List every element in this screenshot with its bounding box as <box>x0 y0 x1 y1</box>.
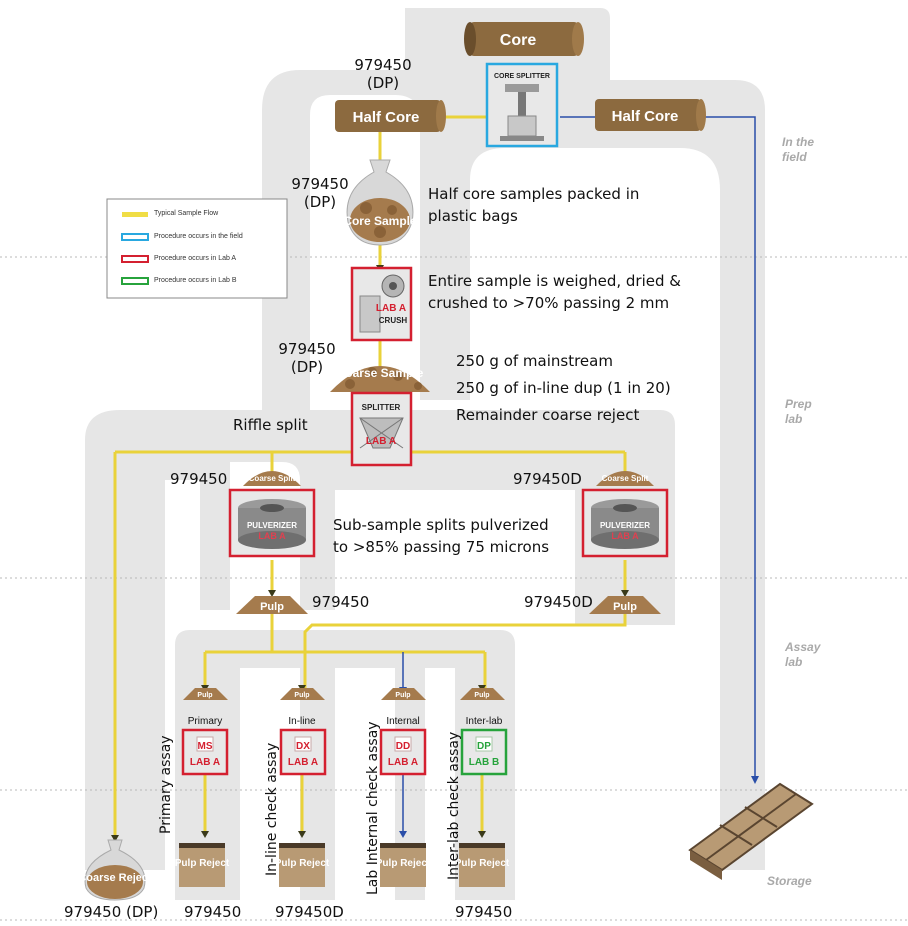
zone-prep: Prep lab <box>785 397 825 427</box>
id-half-core: 979450 (DP) <box>348 56 418 92</box>
zone-assay: Assay lab <box>785 640 825 670</box>
core-sample-label: Core Sample <box>343 214 417 228</box>
id-coarse-sample-tag: (DP) <box>272 358 342 376</box>
crush-lab-label: LAB A <box>376 303 406 314</box>
note-pulverize: Sub-sample splits pulverized to >85% pas… <box>333 514 549 558</box>
core-sample-bag <box>347 160 413 245</box>
assay-lab-internal: LAB A <box>388 757 418 768</box>
pulp-reject-3: Pulp Reject <box>376 858 431 869</box>
note-split-line1: 250 g of mainstream <box>456 348 671 375</box>
note-crush: Entire sample is weighed, dried & crushe… <box>428 270 681 314</box>
coarse-sample-label: Coarse Sample <box>337 366 424 380</box>
small-pulp-2: Pulp <box>294 692 309 699</box>
small-pulp-3: Pulp <box>395 692 410 699</box>
pulverizer-left-lab: LAB A <box>258 531 286 541</box>
id-bottom-coarse-reject: 979450 (DP) <box>64 903 158 921</box>
assay-lab-inline: LAB A <box>288 757 318 768</box>
half-core-left-label: Half Core <box>353 109 420 126</box>
pulverizer-right-label: PULVERIZER <box>600 521 650 530</box>
id-half-core-tag: (DP) <box>348 74 418 92</box>
id-left-pulp: 979450 <box>312 593 369 611</box>
pulverizer-right-lab: LAB A <box>611 531 639 541</box>
pulp-reject-1: Pulp Reject <box>175 858 230 869</box>
assay-code-interlab: DP <box>477 741 491 752</box>
zone-storage: Storage <box>767 874 812 889</box>
assay-code-internal: DD <box>396 741 410 752</box>
vertical-internal-assay: Lab Internal check assay <box>365 721 381 895</box>
note-split-line2: 250 g of in-line dup (1 in 20) <box>456 375 671 402</box>
coarse-split-left-label: Coarse Split <box>249 474 296 483</box>
vertical-inline-assay: In-line check assay <box>264 743 280 876</box>
note-split: 250 g of mainstream 250 g of in-line dup… <box>456 348 671 429</box>
core-splitter-label: CORE SPLITTER <box>494 73 550 80</box>
id-bottom-primary: 979450 <box>184 903 241 921</box>
note-bags-line1: Half core samples packed in <box>428 183 639 205</box>
legend-swatch-flow <box>122 212 148 217</box>
id-coarse-sample-number: 979450 <box>272 340 342 358</box>
id-left-split: 979450 <box>170 470 227 488</box>
assay-code-primary: MS <box>198 741 213 752</box>
id-coarse-sample: 979450 (DP) <box>272 340 342 376</box>
splitter-label: SPLITTER <box>362 403 401 412</box>
note-pulverize-line2: to >85% passing 75 microns <box>333 536 549 558</box>
half-core-right-label: Half Core <box>612 108 679 125</box>
note-crush-line1: Entire sample is weighed, dried & <box>428 270 681 292</box>
pulverizer-left-label: PULVERIZER <box>247 521 297 530</box>
assay-label-primary: Primary <box>188 716 222 727</box>
small-pulp-1: Pulp <box>197 692 212 699</box>
vertical-primary-assay: Primary assay <box>158 735 174 834</box>
note-split-line3: Remainder coarse reject <box>456 402 671 429</box>
splitter-lab-label: LAB A <box>366 436 396 447</box>
assay-lab-primary: LAB A <box>190 757 220 768</box>
assay-label-internal: Internal <box>386 716 419 727</box>
id-core-sample-number: 979450 <box>285 175 355 193</box>
crush-label: CRUSH <box>379 316 408 325</box>
note-riffle: Riffle split <box>233 414 308 436</box>
id-half-core-number: 979450 <box>348 56 418 74</box>
note-bags-line2: plastic bags <box>428 205 639 227</box>
assay-lab-interlab: LAB B <box>469 757 500 768</box>
coarse-split-right-label: Coarse Split <box>602 474 649 483</box>
legend-field-label: Procedure occurs in the field <box>154 233 243 240</box>
pulp-reject-4: Pulp Reject <box>455 858 510 869</box>
legend-laba-label: Procedure occurs in Lab A <box>154 255 236 262</box>
zone-field: In the field <box>782 135 826 165</box>
note-crush-line2: crushed to >70% passing 2 mm <box>428 292 681 314</box>
id-bottom-interlab: 979450 <box>455 903 512 921</box>
note-pulverize-line1: Sub-sample splits pulverized <box>333 514 549 536</box>
pulp-left-label: Pulp <box>260 601 284 613</box>
small-pulp-4: Pulp <box>474 692 489 699</box>
legend-labb-label: Procedure occurs in Lab B <box>154 277 237 284</box>
id-core-sample-tag: (DP) <box>285 193 355 211</box>
coarse-reject-label: Coarse Reject <box>78 872 152 884</box>
vertical-interlab-assay: Inter-lab check assay <box>446 732 462 880</box>
assay-label-interlab: Inter-lab <box>466 716 503 727</box>
core-label: Core <box>500 32 537 49</box>
pulp-reject-2: Pulp Reject <box>275 858 330 869</box>
assay-code-inline: DX <box>296 741 310 752</box>
id-bottom-inline: 979450D <box>275 903 344 921</box>
assay-label-inline: In-line <box>288 716 316 727</box>
id-right-pulp: 979450D <box>524 593 593 611</box>
note-bags: Half core samples packed in plastic bags <box>428 183 639 227</box>
legend-flow-label: Typical Sample Flow <box>154 210 218 217</box>
id-right-split: 979450D <box>513 470 582 488</box>
id-core-sample: 979450 (DP) <box>285 175 355 211</box>
pulp-right-label: Pulp <box>613 601 637 613</box>
